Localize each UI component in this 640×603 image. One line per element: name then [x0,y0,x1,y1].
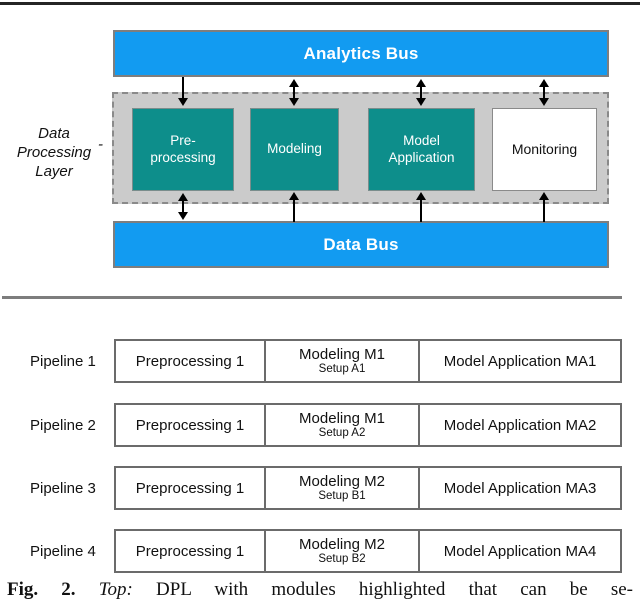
analytics-modeling-arrow [289,79,299,106]
pipeline-2-cell-modeling: Modeling M1 Setup A2 [266,405,420,445]
pipeline-1-box: Preprocessing 1 Modeling M1 Setup A1 Mod… [114,339,622,383]
data-processing-layer-label: Data Processing Layer [8,124,100,181]
analytics-monitoring-arrow [539,79,549,106]
data-bus-label: Data Bus [323,234,399,254]
pipeline-2-box: Preprocessing 1 Modeling M1 Setup A2 Mod… [114,403,622,447]
layer-label-line3: Layer [35,163,73,180]
pipeline-2-cell-model-application: Model Application MA2 [420,405,620,445]
pipeline-row-4: Pipeline 4 Preprocessing 1 Modeling M2 S… [0,529,640,573]
cell-main-text: Preprocessing 1 [135,479,245,497]
pipeline-row-1: Pipeline 1 Preprocessing 1 Modeling M1 S… [0,339,640,383]
pipeline-4-box: Preprocessing 1 Modeling M2 Setup B2 Mod… [114,529,622,573]
cell-main-text: Model Application MA1 [443,352,597,370]
layer-label-connector-dash: - [98,136,103,153]
cell-sub-text: Setup A1 [318,363,366,375]
pipeline-4-cell-modeling: Modeling M2 Setup B2 [266,531,420,571]
analytics-bus: Analytics Bus [113,30,609,77]
data-bus-to-model-application-arrow [416,192,426,222]
cell-main-text: Modeling M2 [299,473,385,490]
pipeline-3-box: Preprocessing 1 Modeling M2 Setup B1 Mod… [114,466,622,510]
pipeline-4-label: Pipeline 4 [30,542,96,560]
cell-sub-text: Setup B2 [318,553,366,565]
cell-main-text: Model Application MA3 [443,479,597,497]
pipeline-1-cell-model-application: Model Application MA1 [420,341,620,381]
cell-main-text: Model Application MA2 [443,416,597,434]
pipeline-2-cell-preprocessing: Preprocessing 1 [116,405,266,445]
pipeline-3-cell-model-application: Model Application MA3 [420,468,620,508]
cell-main-text: Model Application MA4 [443,542,597,560]
figure-caption: Fig. 2. Top: DPL with modules highlighte… [7,579,633,601]
module-monitoring: Monitoring [492,108,597,191]
layer-label-line1: Data [38,125,70,142]
pipeline-4-cell-preprocessing: Preprocessing 1 [116,531,266,571]
pipeline-3-cell-modeling: Modeling M2 Setup B1 [266,468,420,508]
module-model-application-label: Model Application [388,132,455,165]
cell-main-text: Modeling M1 [299,410,385,427]
module-modeling: Modeling [250,108,339,191]
pipeline-1-label: Pipeline 1 [30,352,96,370]
pipeline-row-2: Pipeline 2 Preprocessing 1 Modeling M1 S… [0,403,640,447]
top-rule [0,2,640,5]
module-modeling-label: Modeling [267,141,322,157]
cell-sub-text: Setup B1 [318,490,366,502]
caption-text: DPL with modules highlighted that can be… [156,579,634,600]
pipeline-3-label: Pipeline 3 [30,479,96,497]
pipeline-row-3: Pipeline 3 Preprocessing 1 Modeling M2 S… [0,466,640,510]
figure-number: Fig. 2. [7,579,76,600]
data-bus-to-modeling-arrow [289,192,299,222]
pipeline-3-cell-preprocessing: Preprocessing 1 [116,468,266,508]
module-monitoring-label: Monitoring [511,140,578,157]
pipeline-4-cell-model-application: Model Application MA4 [420,531,620,571]
pipeline-2-label: Pipeline 2 [30,416,96,434]
section-separator [2,296,622,299]
analytics-to-preprocessing-arrow [178,77,188,106]
cell-main-text: Preprocessing 1 [135,416,245,434]
preprocessing-data-bus-arrow [178,193,188,220]
pipeline-1-cell-preprocessing: Preprocessing 1 [116,341,266,381]
data-bus: Data Bus [113,221,609,268]
cell-main-text: Preprocessing 1 [135,352,245,370]
module-model-application: Model Application [368,108,475,191]
module-preprocessing-label: Pre- processing [150,132,216,165]
cell-main-text: Preprocessing 1 [135,542,245,560]
cell-main-text: Modeling M1 [299,346,385,363]
cell-sub-text: Setup A2 [318,427,366,439]
analytics-model-application-arrow [416,79,426,106]
analytics-bus-label: Analytics Bus [303,43,419,63]
layer-label-line2: Processing [16,144,92,161]
cell-main-text: Modeling M2 [299,536,385,553]
caption-top-word: Top: [98,579,133,600]
pipeline-1-cell-modeling: Modeling M1 Setup A1 [266,341,420,381]
module-preprocessing: Pre- processing [132,108,234,191]
data-bus-to-monitoring-arrow [539,192,549,222]
